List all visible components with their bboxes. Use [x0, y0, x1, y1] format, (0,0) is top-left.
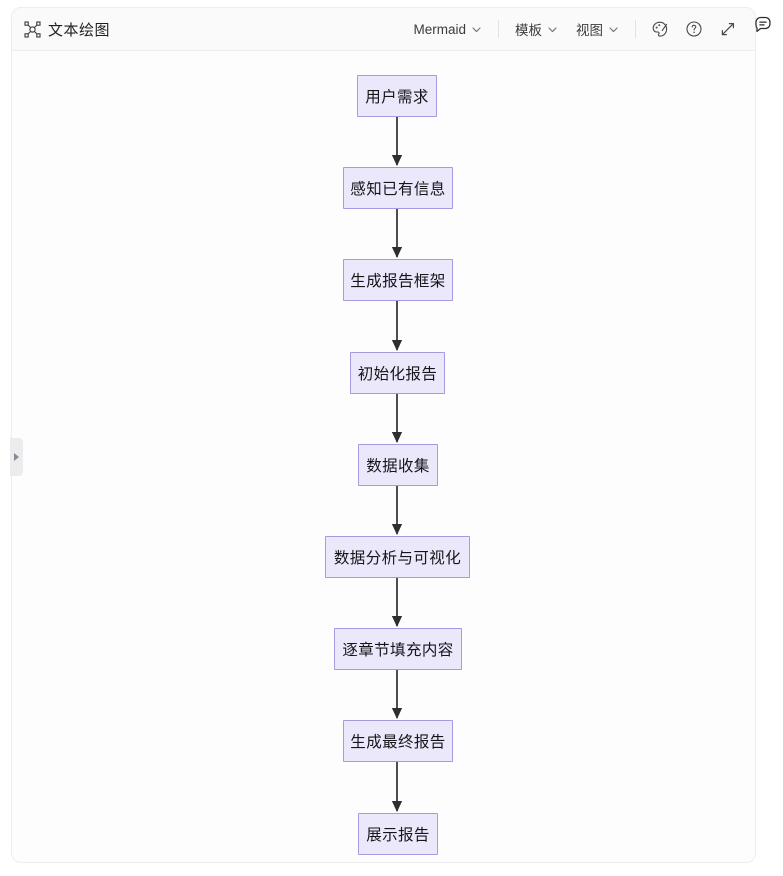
flow-node-generate-final-report[interactable]: 生成最终报告: [343, 720, 453, 762]
text-drawing-panel: 文本绘图 Mermaid 模板: [11, 7, 756, 863]
diagram-canvas[interactable]: 用户需求 感知已有信息 生成报告框架 初始化报告 数据收集 数据分析与可视化 逐…: [12, 51, 755, 862]
menu-template[interactable]: 模板: [506, 15, 567, 43]
flow-node-initialize-report[interactable]: 初始化报告: [350, 352, 445, 394]
chevron-down-icon: [471, 24, 482, 35]
flow-node-label: 初始化报告: [357, 366, 438, 383]
expand-fullscreen-icon[interactable]: [715, 16, 741, 42]
flow-node-label: 生成最终报告: [350, 734, 446, 751]
flow-node-label: 展示报告: [366, 827, 430, 844]
chevron-down-icon: [547, 24, 558, 35]
flow-node-user-requirement[interactable]: 用户需求: [357, 75, 437, 117]
comment-bubble-icon[interactable]: [751, 12, 775, 36]
sidebar-collapse-handle[interactable]: [10, 438, 23, 476]
toolbar: 文本绘图 Mermaid 模板: [12, 8, 755, 51]
page-title: 文本绘图: [48, 21, 111, 39]
menu-view-label: 视图: [576, 23, 603, 38]
flow-node-label: 数据收集: [366, 458, 430, 475]
flowchart-edges: [391, 117, 403, 812]
menu-mermaid-label: Mermaid: [413, 21, 466, 37]
flow-node-label: 逐章节填充内容: [342, 642, 454, 659]
flow-node-label: 用户需求: [365, 89, 429, 106]
toolbar-right-group: Mermaid 模板: [404, 8, 755, 50]
palette-icon[interactable]: [647, 16, 673, 42]
flow-node-label: 数据分析与可视化: [333, 550, 462, 567]
flow-node-fill-content-by-chapter[interactable]: 逐章节填充内容: [334, 628, 462, 670]
toolbar-left-group: 文本绘图: [12, 19, 110, 40]
flow-node-data-collection[interactable]: 数据收集: [358, 444, 438, 486]
flow-node-label: 生成报告框架: [350, 273, 446, 290]
triangle-right-icon: [14, 453, 19, 461]
graph-nodes-icon: [24, 20, 41, 38]
toolbar-divider: [635, 20, 636, 38]
menu-mermaid[interactable]: Mermaid: [404, 18, 491, 41]
menu-template-label: 模板: [515, 23, 542, 38]
chevron-down-icon: [608, 24, 619, 35]
flow-node-label: 感知已有信息: [350, 181, 446, 198]
flow-node-present-report[interactable]: 展示报告: [358, 813, 438, 855]
toolbar-divider: [498, 20, 499, 38]
flow-node-data-analysis-visualization[interactable]: 数据分析与可视化: [325, 536, 470, 578]
help-circle-icon[interactable]: [681, 16, 707, 42]
flow-node-generate-report-outline[interactable]: 生成报告框架: [343, 259, 453, 301]
flow-node-perceive-existing-info[interactable]: 感知已有信息: [343, 167, 453, 209]
menu-view[interactable]: 视图: [567, 15, 628, 43]
